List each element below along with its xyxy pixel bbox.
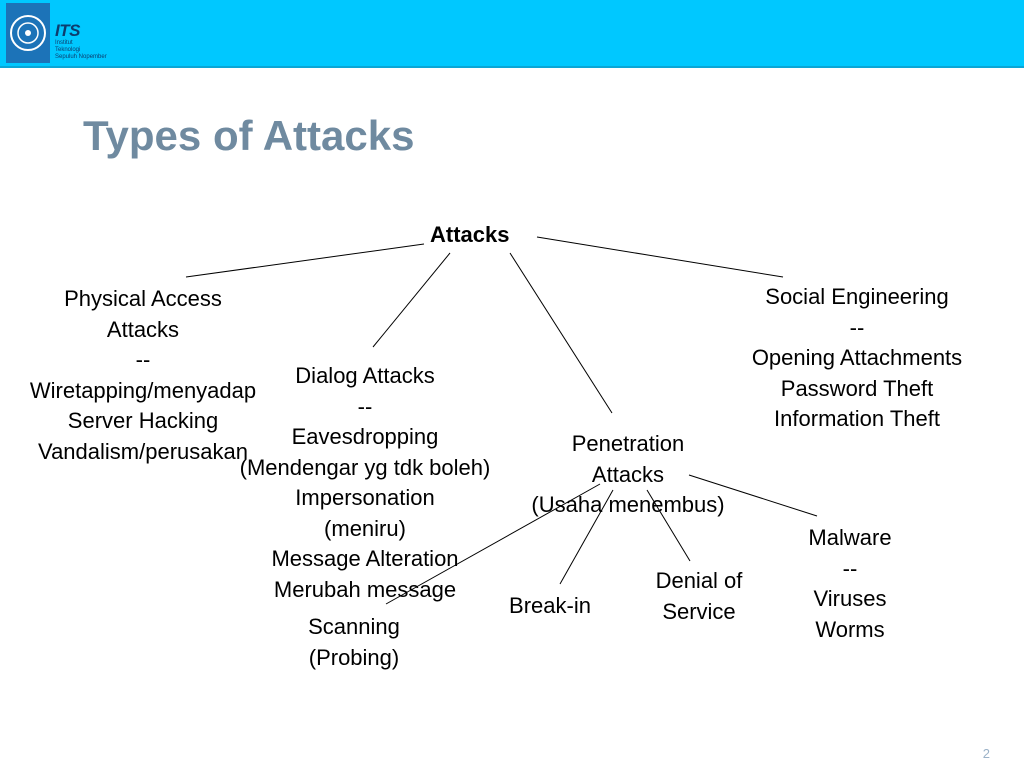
node-line: Merubah message xyxy=(273,576,457,602)
node-label: Attacks xyxy=(430,222,510,247)
node-line: Attacks xyxy=(591,461,665,487)
connector-penetration-breakin xyxy=(559,489,614,585)
node-line: -- xyxy=(849,314,865,340)
logo-line-institut: Institut xyxy=(55,40,73,46)
its-logo: ITS Institut Teknologi Sepuluh Nopember xyxy=(55,22,107,60)
node-physical-access-attacks: Physical Access Attacks -- Wiretapping/m… xyxy=(12,284,274,467)
node-denial-of-service: Denial of Service xyxy=(634,566,764,627)
node-line: Break-in xyxy=(509,593,591,618)
node-line: -- xyxy=(842,555,858,581)
node-line: Password Theft xyxy=(780,375,934,401)
node-line: (Mendengar yg tdk boleh) xyxy=(239,454,491,480)
node-line: -- xyxy=(135,347,151,372)
node-line: Service xyxy=(662,598,736,624)
its-seal-icon xyxy=(6,3,50,63)
node-line: Eavesdropping xyxy=(291,424,439,449)
node-line: Attacks xyxy=(106,316,180,342)
slide-title: Types of Attacks xyxy=(83,112,415,159)
connector-root-physical xyxy=(185,243,425,278)
node-line: Information Theft xyxy=(774,406,940,431)
node-line: Viruses xyxy=(813,586,887,611)
slide-number: 2 xyxy=(982,746,990,761)
node-line: Social Engineering xyxy=(765,284,949,309)
node-penetration-attacks: Penetration Attacks (Usaha menembus) xyxy=(510,429,746,521)
logo-line-teknologi: Teknologi xyxy=(55,47,81,53)
node-line: Scanning xyxy=(308,614,400,639)
node-line: Message Alteration xyxy=(271,546,459,571)
node-malware: Malware -- Viruses Worms xyxy=(790,523,910,645)
node-line: (Usaha menembus) xyxy=(531,492,725,517)
node-dialog-attacks: Dialog Attacks -- Eavesdropping (Mendeng… xyxy=(215,361,515,605)
node-line: Denial of xyxy=(655,568,743,593)
logo-line-sepuluh-nopember: Sepuluh Nopember xyxy=(55,54,107,60)
node-scanning: Scanning (Probing) xyxy=(284,612,424,673)
connector-penetration-malware xyxy=(688,474,818,517)
node-break-in: Break-in xyxy=(495,591,605,622)
node-line: (Probing) xyxy=(308,644,400,670)
node-social-engineering: Social Engineering -- Opening Attachment… xyxy=(727,282,987,435)
connector-root-dialog xyxy=(372,252,451,348)
connector-penetration-scanning xyxy=(385,483,601,605)
node-line: Impersonation xyxy=(295,485,435,510)
node-line: Wiretapping/menyadap xyxy=(29,377,257,403)
node-line: (meniru) xyxy=(324,515,406,541)
node-line: Physical Access xyxy=(64,286,222,311)
node-line: Penetration xyxy=(571,431,685,456)
connector-penetration-dos xyxy=(646,489,691,562)
node-attacks-root: Attacks xyxy=(430,220,509,251)
connector-root-penetration xyxy=(509,252,613,414)
logo-its-text: ITS xyxy=(55,21,80,40)
node-line: Opening Attachments xyxy=(751,345,963,370)
node-line: Dialog Attacks xyxy=(295,363,435,388)
header-bar: ITS Institut Teknologi Sepuluh Nopember xyxy=(0,0,1024,68)
connector-root-social xyxy=(536,236,784,278)
node-line: Server Hacking xyxy=(67,408,219,433)
node-line: Vandalism/perusakan xyxy=(38,438,248,464)
node-line: Worms xyxy=(815,616,885,642)
node-line: -- xyxy=(357,393,373,419)
node-line: Malware xyxy=(808,525,892,550)
